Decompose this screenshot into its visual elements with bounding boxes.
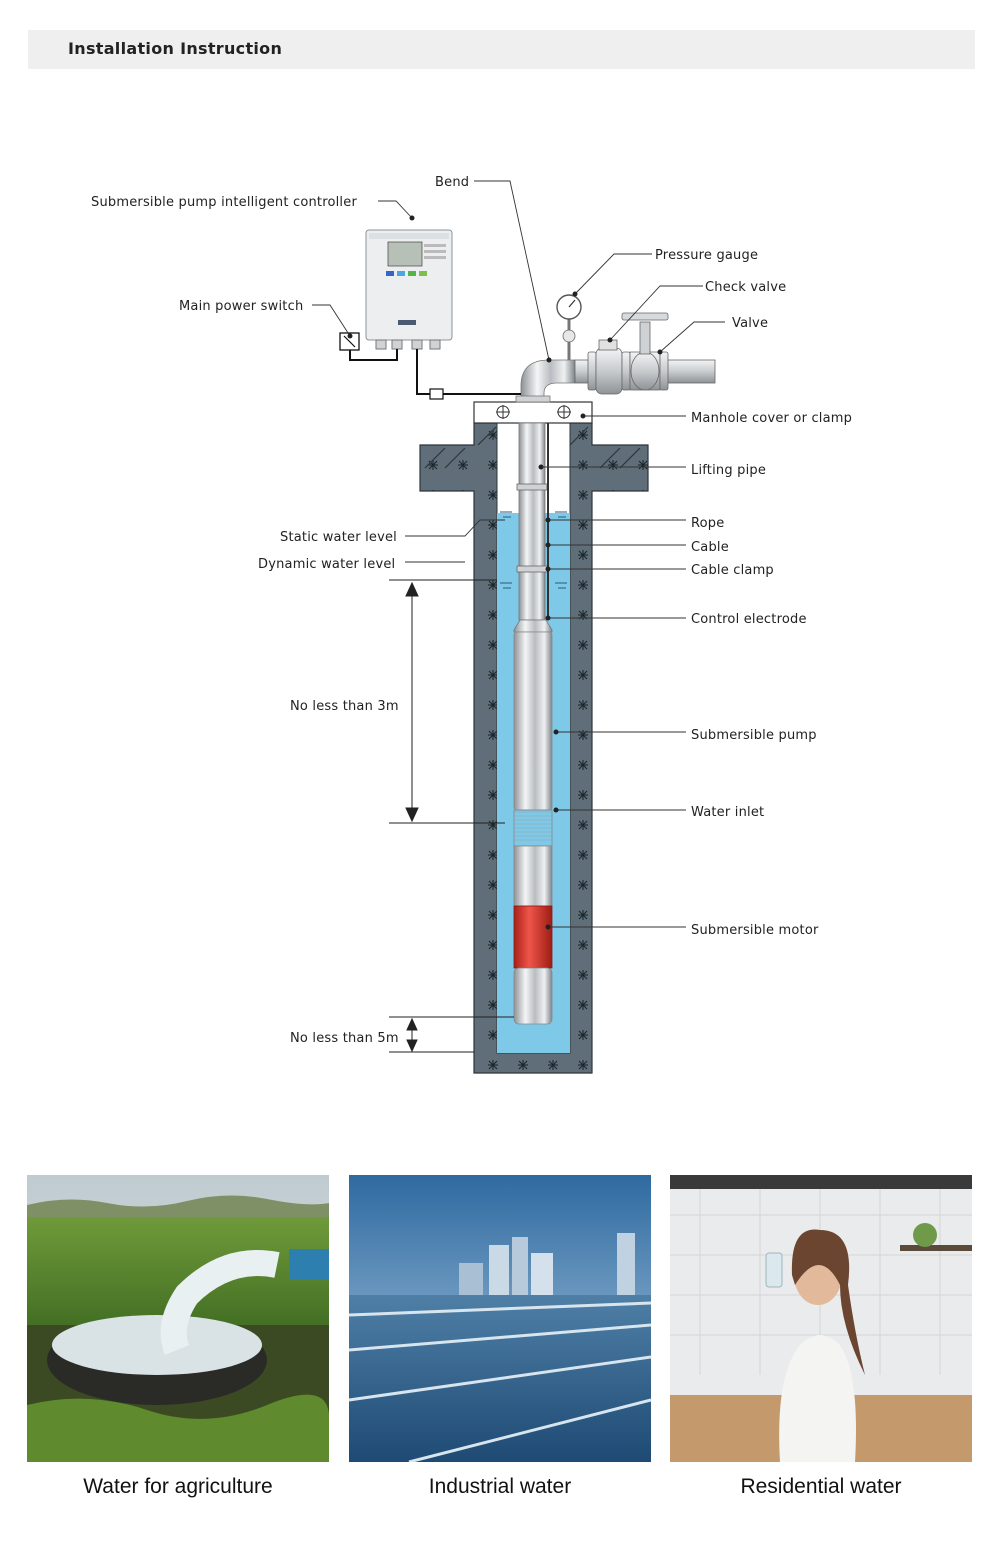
- label-controller: Submersible pump intelligent controller: [91, 195, 357, 210]
- cable-connector: [429, 388, 444, 400]
- label-no-less-5m: No less than 5m: [290, 1031, 399, 1046]
- photo-industrial: [349, 1175, 651, 1462]
- label-rope: Rope: [691, 516, 724, 531]
- caption-industrial: Industrial water: [428, 1475, 572, 1498]
- label-manhole-cover: Manhole cover or clamp: [691, 411, 852, 426]
- label-control-electrode: Control electrode: [691, 612, 807, 627]
- section-header: Installation Instruction: [28, 30, 975, 69]
- photo-residential: [670, 1175, 972, 1462]
- manhole-cover: [473, 401, 593, 424]
- label-check-valve: Check valve: [705, 280, 786, 295]
- label-dynamic-water-level: Dynamic water level: [258, 557, 395, 572]
- section-title: Installation Instruction: [68, 39, 283, 58]
- label-pressure-gauge: Pressure gauge: [655, 248, 758, 263]
- leader-dots: [347, 215, 663, 930]
- label-cable-clamp: Cable clamp: [691, 563, 774, 578]
- caption-agriculture: Water for agriculture: [83, 1475, 273, 1498]
- leader-lines: [312, 180, 725, 928]
- power-wiring: [349, 344, 521, 395]
- installation-diagram: Bend Submersible pump intelligent contro…: [91, 175, 852, 1074]
- lifting-pipe: [518, 422, 546, 621]
- dimension-arrows: [389, 579, 514, 1053]
- label-static-water-level: Static water level: [280, 530, 397, 545]
- water-level-marks: [500, 511, 567, 589]
- label-submersible-pump: Submersible pump: [691, 728, 817, 743]
- label-valve: Valve: [732, 316, 768, 331]
- label-water-inlet: Water inlet: [691, 805, 764, 820]
- main-power-switch: [339, 332, 360, 351]
- label-no-less-3m: No less than 3m: [290, 699, 399, 714]
- label-bend: Bend: [435, 175, 469, 190]
- discharge-pipe: [515, 294, 716, 403]
- label-cable: Cable: [691, 540, 729, 555]
- motor-label-band: [513, 905, 553, 969]
- check-valve: [595, 347, 623, 395]
- label-submersible-motor: Submersible motor: [691, 923, 819, 938]
- intelligent-controller: [365, 229, 453, 350]
- caption-residential: Residential water: [740, 1475, 902, 1498]
- photo-agriculture: [27, 1175, 329, 1462]
- submersible-pump: [513, 619, 553, 1025]
- label-lifting-pipe: Lifting pipe: [691, 463, 766, 478]
- label-main-power-switch: Main power switch: [179, 299, 303, 314]
